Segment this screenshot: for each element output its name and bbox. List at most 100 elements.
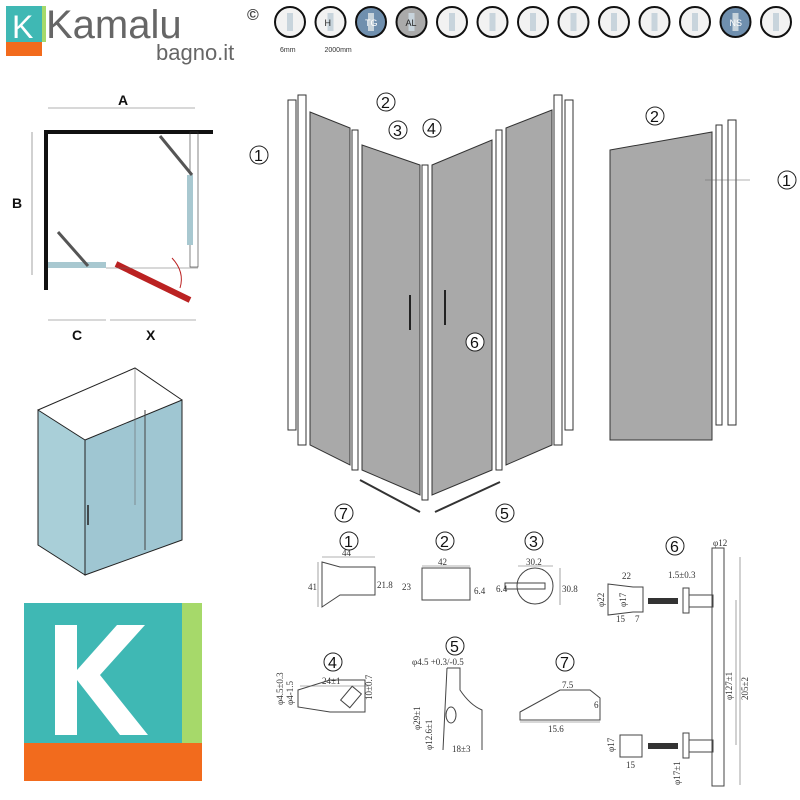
plan-label-x: X — [146, 327, 156, 343]
detail-1: 44 41 21.8 — [308, 548, 393, 608]
dimension-label: 6 — [670, 539, 679, 556]
enclosure-3d-view — [37, 367, 183, 576]
height-icon: H 2000mm — [314, 6, 352, 54]
dimension-label: 4 — [328, 655, 337, 672]
detail-6: φ12 1.5±0.3 φ127±1 205±2 22 φ22 φ17 15 7… — [596, 538, 750, 787]
cut-to-size-icon — [679, 6, 711, 38]
callout-7: 7 — [334, 503, 354, 523]
callout-3: 3 — [388, 120, 408, 140]
dimension-label: 2 — [440, 534, 449, 551]
callout-2: 2 — [435, 531, 455, 551]
wall-adjust-icon — [436, 6, 468, 38]
copyright: © — [247, 7, 259, 24]
water-drip-icon — [760, 6, 792, 38]
plan-view: A B C X — [12, 92, 213, 343]
dimension-label: φ17 — [606, 737, 616, 752]
callout-6: 6 — [465, 332, 485, 352]
dimension-label: 10±0.7 — [364, 674, 374, 700]
callout-4: 4 — [323, 652, 343, 672]
icon-label: H — [325, 18, 332, 28]
detail-7: 7.5 15.6 6 — [519, 680, 601, 734]
dimension-label: 7 — [339, 506, 348, 523]
dimension-label: 42 — [438, 557, 447, 567]
feature-icons: 6mm H 2000mm TG AL NS — [274, 6, 792, 54]
dimension-label: 1 — [344, 534, 353, 551]
brand-logo: K Kamalu © bagno.it — [6, 3, 259, 65]
callout-1: 1 — [339, 531, 359, 551]
dimension-label: 7 — [635, 614, 640, 624]
callout-6: 6 — [665, 536, 685, 556]
dimension-label: 1 — [782, 173, 791, 190]
plan-label-b: B — [12, 195, 22, 211]
brand-name: Kamalu — [46, 3, 182, 47]
callout-1: 1 — [249, 145, 269, 165]
dimension-label: φ17±1 — [672, 761, 682, 785]
dimension-label: φ4-1.5 — [285, 681, 295, 705]
detail-5: φ4.5 +0.3/-0.5 φ29±1 φ12.6±1 18±3 — [412, 657, 483, 754]
icon-caption: 2000mm — [325, 47, 352, 54]
dimension-label: 22 — [622, 571, 631, 581]
dimension-label: 15 — [626, 760, 636, 770]
plan-label-c: C — [72, 327, 82, 343]
dimension-label: 5 — [450, 639, 459, 656]
dimension-label: 24±1 — [322, 676, 340, 686]
dimension-label: φ12.6±1 — [424, 720, 434, 750]
dimension-label: 3 — [393, 123, 402, 140]
callout-3: 3 — [524, 531, 544, 551]
dimension-label: 6 — [594, 700, 599, 710]
icon-caption: 6mm — [280, 47, 296, 54]
floor-install-icon — [638, 6, 671, 38]
dimension-label: φ127±1 — [724, 672, 734, 700]
dimension-label: φ4.5 +0.3/-0.5 — [412, 657, 464, 667]
dimension-label: φ12 — [713, 538, 727, 548]
dimension-label: 21.8 — [377, 580, 393, 590]
dimension-label: 15 — [616, 614, 626, 624]
dimension-label: 18±3 — [452, 744, 471, 754]
dimension-label: 2 — [650, 109, 659, 126]
aluminium-icon: AL — [395, 6, 428, 38]
detail-2: 42 23 6.4 — [402, 557, 486, 601]
callout-5: 5 — [495, 503, 515, 523]
tempered-glass-icon: TG — [355, 6, 387, 38]
dimension-label: 7 — [560, 655, 569, 672]
icon-label: NS — [730, 18, 743, 28]
magnetic-close-icon — [557, 6, 590, 38]
detail-4: 24±1 10±0.7 φ4.5±0.3 φ4-1.5 — [275, 672, 374, 713]
dimension-label: 205±2 — [740, 677, 750, 700]
callout-4: 4 — [422, 118, 442, 138]
dimension-label: 30.8 — [562, 584, 578, 594]
dimension-label: 44 — [342, 548, 352, 558]
dimension-label: 41 — [308, 582, 317, 592]
dimension-label: 1.5±0.3 — [668, 570, 696, 580]
dimension-label: 15.6 — [548, 724, 564, 734]
dimension-label: 4 — [427, 121, 436, 138]
brand-logo-large — [24, 603, 202, 781]
detail-3: 30.2 30.8 6.4 — [496, 557, 578, 605]
dimension-label: 1 — [254, 148, 263, 165]
exploded-view — [287, 94, 750, 513]
nano-shield-icon: NS — [719, 6, 752, 38]
sliding-icon — [517, 6, 549, 38]
icon-label: AL — [406, 18, 417, 28]
brand-domain: bagno.it — [156, 40, 234, 65]
dimension-label: 3 — [529, 534, 538, 551]
dimension-label: 2 — [381, 95, 390, 112]
logo-letter: K — [12, 9, 33, 45]
callout-2: 2 — [645, 106, 665, 126]
dimension-label: φ4.5±0.3 — [275, 672, 285, 705]
dimension-label: 23 — [402, 582, 412, 592]
callout-5: 5 — [445, 636, 465, 656]
seal-icon — [598, 6, 630, 38]
dimension-label: 5 — [500, 506, 509, 523]
dimension-label: 7.5 — [562, 680, 574, 690]
dimension-label: φ22 — [596, 593, 606, 607]
dimension-label: 6.4 — [474, 586, 486, 596]
dimension-label: φ17 — [618, 592, 628, 607]
icon-label: TG — [365, 18, 378, 28]
callout-7: 7 — [555, 652, 575, 672]
dimension-label: φ29±1 — [412, 706, 422, 730]
reversible-icon — [476, 6, 509, 38]
callout-2: 2 — [376, 92, 396, 112]
